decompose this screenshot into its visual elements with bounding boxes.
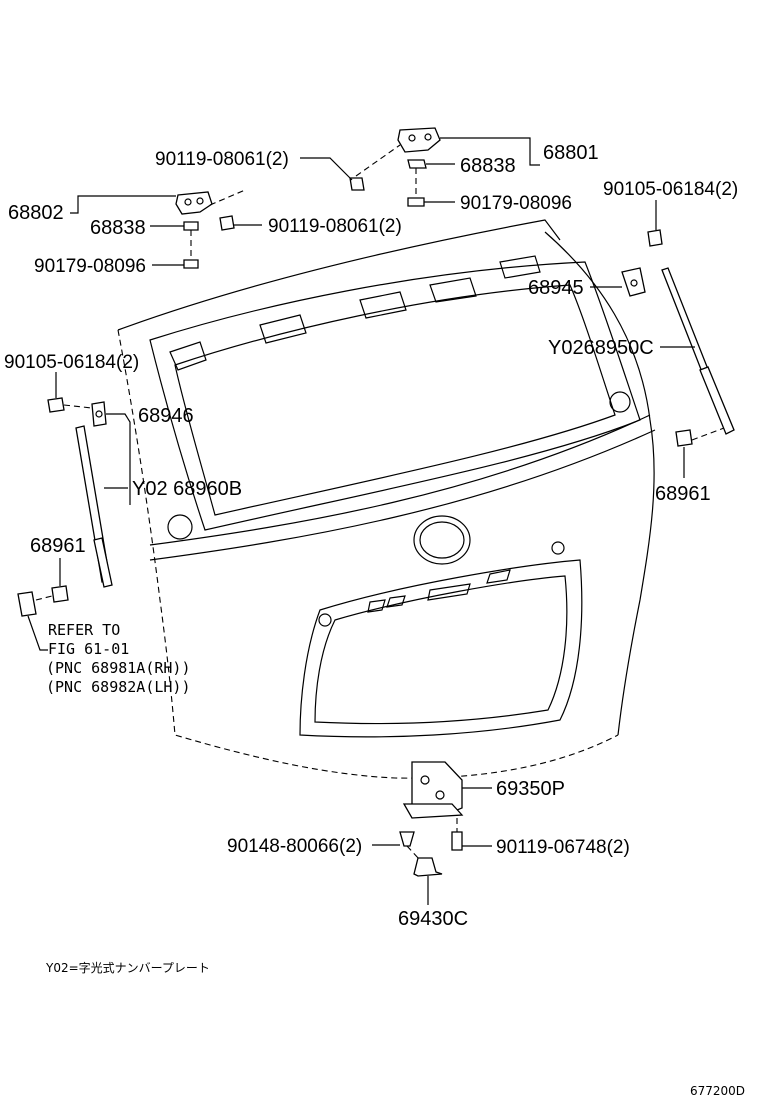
label-68961-right[interactable]: 68961 <box>655 483 711 505</box>
figure-code: 677200D <box>690 1084 745 1098</box>
label-90105-06184-right[interactable]: 90105-06184(2) <box>603 179 738 200</box>
refer-line-3: (PNC 68981A(RH)) <box>46 659 191 677</box>
label-68801[interactable]: 68801 <box>543 142 599 164</box>
hinge-left <box>175 189 246 269</box>
leader-68802 <box>70 195 176 214</box>
label-68838-left[interactable]: 68838 <box>90 217 146 239</box>
hinge-right <box>349 127 441 207</box>
leader-90119-08061-r <box>300 157 353 181</box>
label-69350p[interactable]: 69350P <box>496 778 565 800</box>
label-68838-right[interactable]: 68838 <box>460 155 516 177</box>
label-90179-08096-left[interactable]: 90179-08096 <box>34 256 146 277</box>
refer-line-4: (PNC 68982A(LH)) <box>46 678 191 696</box>
label-90148-80066[interactable]: 90148-80066(2) <box>227 836 362 857</box>
stay-right <box>621 229 735 447</box>
back-door-panel <box>117 219 656 779</box>
refer-line-1: REFER TO <box>48 621 120 639</box>
label-68945[interactable]: 68945 <box>528 277 584 299</box>
label-90179-08096-right[interactable]: 90179-08096 <box>460 193 572 214</box>
label-69430c[interactable]: 69430C <box>398 908 468 930</box>
back-door-lock <box>399 761 464 877</box>
leader-refer <box>27 615 48 651</box>
label-90119-08061-right[interactable]: 90119-08061(2) <box>155 149 289 170</box>
label-68961-left[interactable]: 68961 <box>30 535 86 557</box>
leader-68946 <box>106 413 131 505</box>
refer-line-2: FIG 61-01 <box>48 640 129 658</box>
label-68950c[interactable]: Y0268950C <box>548 337 654 359</box>
note-y02: Y02=字光式ナンバープレート <box>45 960 210 975</box>
leader-68801 <box>440 137 540 166</box>
label-68946[interactable]: 68946 <box>138 405 194 427</box>
label-90119-06748[interactable]: 90119-06748(2) <box>496 837 630 858</box>
stay-left <box>17 397 113 617</box>
label-90119-08061-left[interactable]: 90119-08061(2) <box>268 216 402 237</box>
label-90105-06184-left[interactable]: 90105-06184(2) <box>4 352 139 373</box>
label-68960b[interactable]: Y02 68960B <box>132 478 242 500</box>
label-68802[interactable]: 68802 <box>8 202 64 224</box>
